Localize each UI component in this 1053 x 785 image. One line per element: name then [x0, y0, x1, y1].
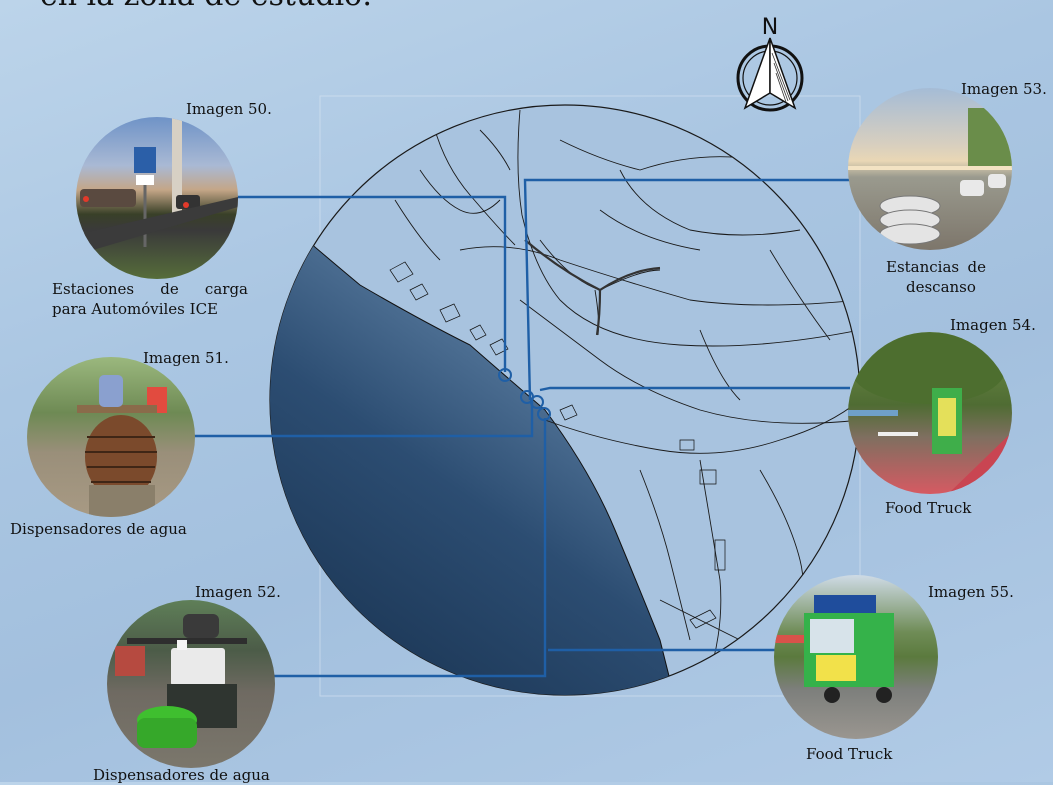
photo-food-truck-1: [848, 332, 1012, 494]
image-caption-52: Dispensadores de agua: [93, 766, 270, 784]
photo-rest-area: [848, 88, 1012, 250]
connector-lines: [192, 178, 850, 678]
ocean-area: [270, 219, 681, 695]
photo-food-truck-2: [774, 575, 938, 739]
image-label-52: Imagen 52.: [195, 583, 281, 601]
highlighted-route: [524, 239, 661, 336]
image-caption-54: Food Truck: [885, 499, 972, 517]
urban-blocks: [389, 261, 726, 629]
photo-water-dispenser-2: [107, 600, 275, 768]
image-caption-50b: para Automóviles ICE: [52, 300, 218, 318]
image-caption-51: Dispensadores de agua: [10, 520, 187, 538]
photo-water-dispenser-1: [27, 357, 195, 517]
image-caption-55: Food Truck: [806, 745, 893, 763]
image-label-54: Imagen 54.: [950, 316, 1036, 334]
compass: N: [736, 15, 804, 112]
image-caption-50a: Estaciones de carga: [52, 280, 248, 298]
image-label-53: Imagen 53.: [961, 80, 1047, 98]
page-title: en la zona de estudio:: [40, 0, 372, 13]
compass-north-label: N: [762, 15, 778, 40]
image-label-55: Imagen 55.: [928, 583, 1014, 601]
photo-ev-charging-station: [76, 117, 238, 279]
image-label-51: Imagen 51.: [143, 349, 229, 367]
image-caption-53a: Estancias de: [886, 258, 986, 276]
image-caption-53b: descanso: [906, 278, 976, 296]
image-label-50: Imagen 50.: [186, 100, 272, 118]
